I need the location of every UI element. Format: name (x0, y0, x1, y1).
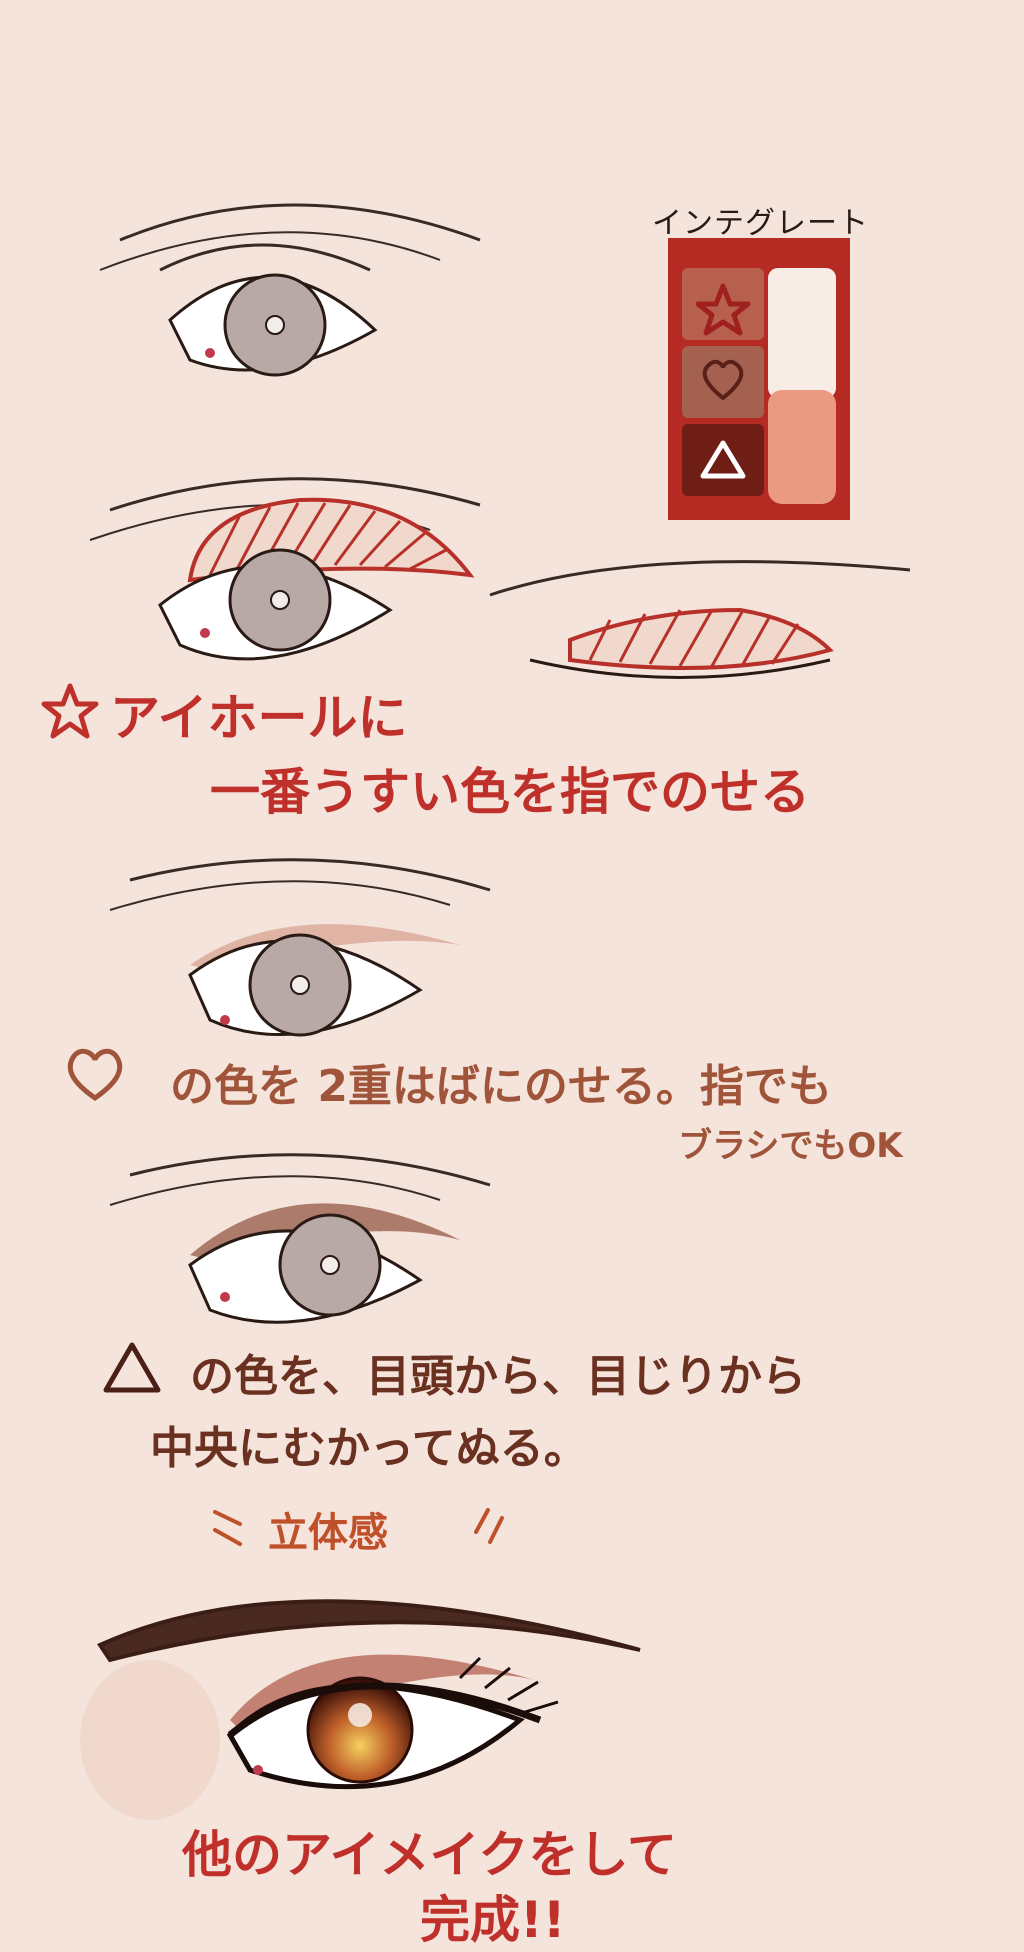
closed-eye-illustration (489, 560, 911, 679)
step2-line1: の色を 2重はばにのせる。指でも (170, 1061, 832, 1112)
step2-heart-marker (67, 1048, 123, 1102)
step3-line1: の色を、目頭から、目じりから (190, 1351, 806, 1402)
step2-line2: ブラシでもOK (678, 1126, 903, 1166)
emphasis-marks-left (213, 1510, 242, 1546)
eye-illustration-step2 (109, 858, 491, 1037)
step3-note: 立体感 (268, 1510, 388, 1556)
step3-triangle-marker (103, 1342, 161, 1393)
star-icon (695, 283, 751, 336)
eye-illustration-base (99, 203, 481, 377)
emphasis-marks-right (474, 1508, 504, 1544)
triangle-icon (700, 440, 746, 479)
palette-title: インテグレート (652, 206, 869, 241)
eye-illustration-final (80, 1599, 641, 1820)
step1-line2: 一番うすい色を指でのせる (210, 763, 810, 821)
eye-illustration-step1 (89, 477, 481, 661)
final-line1: 他のアイメイクをして (182, 1826, 677, 1884)
step3-line2: 中央にむかってぬる。 (150, 1423, 588, 1474)
eye-illustration-step3 (109, 1153, 491, 1324)
final-line2: 完成!! (420, 1891, 566, 1949)
step1-line1: アイホールに (110, 689, 408, 747)
step1-star-marker (41, 683, 99, 739)
heart-icon (702, 359, 744, 401)
eyeshadow-palette (668, 238, 850, 520)
